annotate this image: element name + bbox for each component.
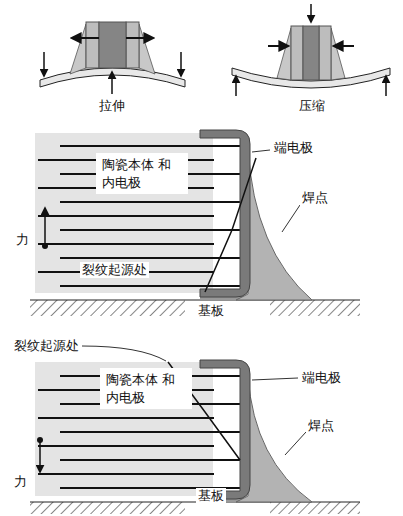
figure-caption: 压缩 [297, 98, 327, 114]
material-label: 陶瓷本体 和内电极 [102, 156, 182, 191]
material-label: 陶瓷本体 和内电极 [106, 371, 186, 406]
electrode-layer [38, 215, 214, 217]
electrode-layer [60, 145, 240, 147]
part-name: 端电极 [300, 370, 343, 386]
section-lower [30, 346, 360, 514]
electrode-layer [60, 229, 240, 231]
electrode-layer [60, 285, 240, 287]
part-name: 焊点 [300, 190, 330, 206]
electrode-layer [60, 257, 240, 259]
inner-electrodes [38, 146, 240, 286]
electrode-layer [60, 459, 240, 461]
electrode-layer [38, 473, 214, 475]
electrode-layer [38, 417, 214, 419]
figure-caption: 拉伸 [97, 98, 127, 114]
electrode-layer [60, 431, 240, 433]
part-name: 裂纹起源处 [80, 262, 149, 278]
compression-figure [232, 4, 390, 96]
part-name: 基板 [196, 488, 226, 504]
part-name: 端电极 [272, 140, 315, 156]
force-label: 力 [14, 232, 31, 248]
tension-figure [40, 22, 185, 94]
material-box: 陶瓷本体 和内电极 [100, 368, 192, 409]
section-upper [30, 130, 360, 316]
part-name: 基板 [196, 303, 226, 319]
force-label: 力 [12, 474, 29, 490]
part-name: 裂纹起源处 [12, 338, 81, 354]
part-name: 焊点 [306, 418, 336, 434]
electrode-layer [60, 201, 240, 203]
material-box: 陶瓷本体 和内电极 [96, 153, 188, 194]
electrode-layer [38, 445, 214, 447]
electrode-layer [38, 243, 214, 245]
